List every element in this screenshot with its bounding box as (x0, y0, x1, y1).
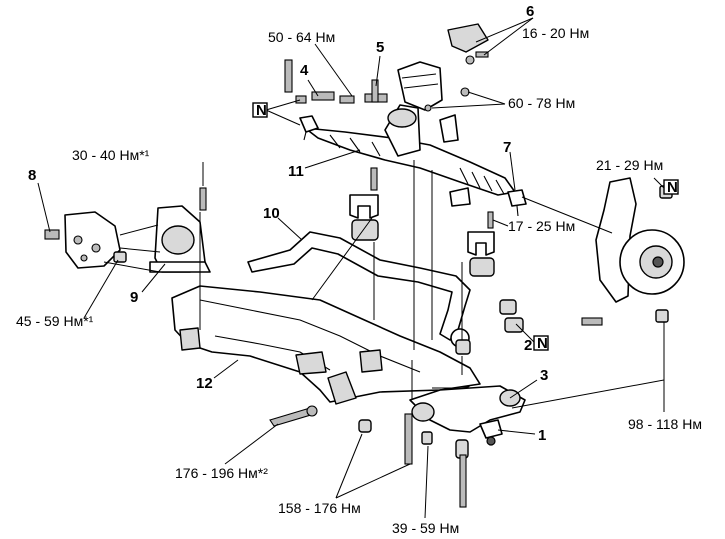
torque-98-118: 98 - 118 Нм (628, 416, 702, 432)
new-part-symbols: N N N (252, 102, 679, 352)
new-part-symbol-right: N (663, 179, 679, 196)
callout-6: 6 (526, 3, 534, 20)
callout-10: 10 (263, 205, 280, 222)
callout-9: 9 (130, 289, 138, 306)
callout-8: 8 (28, 167, 36, 184)
callout-7: 7 (503, 139, 511, 156)
engine-mount-bracket (44, 187, 211, 273)
torque-45-59: 45 - 59 Нм*¹ (16, 313, 94, 329)
tie-rod-ends (299, 115, 527, 217)
upper-fasteners (284, 51, 489, 112)
callout-1: 1 (538, 427, 546, 444)
subframe-bolts (269, 405, 467, 508)
callout-12: 12 (196, 375, 213, 392)
new-part-symbol-left: N (252, 102, 268, 119)
steering-knuckle-hub (581, 177, 685, 326)
torque-30-40: 30 - 40 Нм*¹ (72, 147, 150, 163)
callout-4: 4 (300, 62, 309, 79)
torque-labels: 50 - 64 Нм 16 - 20 Нм 60 - 78 Нм 30 - 40… (16, 25, 702, 536)
torque-50-64: 50 - 64 Нм (268, 29, 335, 45)
leader-lines (37, 17, 665, 519)
new-part-symbol-2: N (533, 335, 549, 352)
lower-control-arm (409, 385, 526, 446)
callout-3: 3 (540, 367, 548, 384)
torque-39-59: 39 - 59 Нм (392, 520, 459, 536)
callout-numbers: 1 2 3 4 5 6 7 8 9 10 11 12 (28, 3, 548, 444)
callout-2: 2 (524, 337, 532, 354)
torque-60-78: 60 - 78 Нм (508, 95, 575, 111)
svg-text:N: N (256, 102, 267, 119)
torque-17-25: 17 - 25 Нм (508, 218, 575, 234)
torque-16-20: 16 - 20 Нм (522, 25, 589, 41)
front-subframe (171, 285, 481, 405)
callout-5: 5 (376, 39, 384, 56)
torque-21-29: 21 - 29 Нм (596, 157, 663, 173)
torque-176-196: 176 - 196 Нм*² (175, 465, 268, 481)
torque-158-176: 158 - 176 Нм (278, 500, 361, 516)
svg-text:N: N (537, 335, 548, 352)
steering-gear-assembly (304, 23, 516, 207)
callout-11: 11 (288, 163, 304, 180)
svg-text:N: N (667, 179, 678, 196)
